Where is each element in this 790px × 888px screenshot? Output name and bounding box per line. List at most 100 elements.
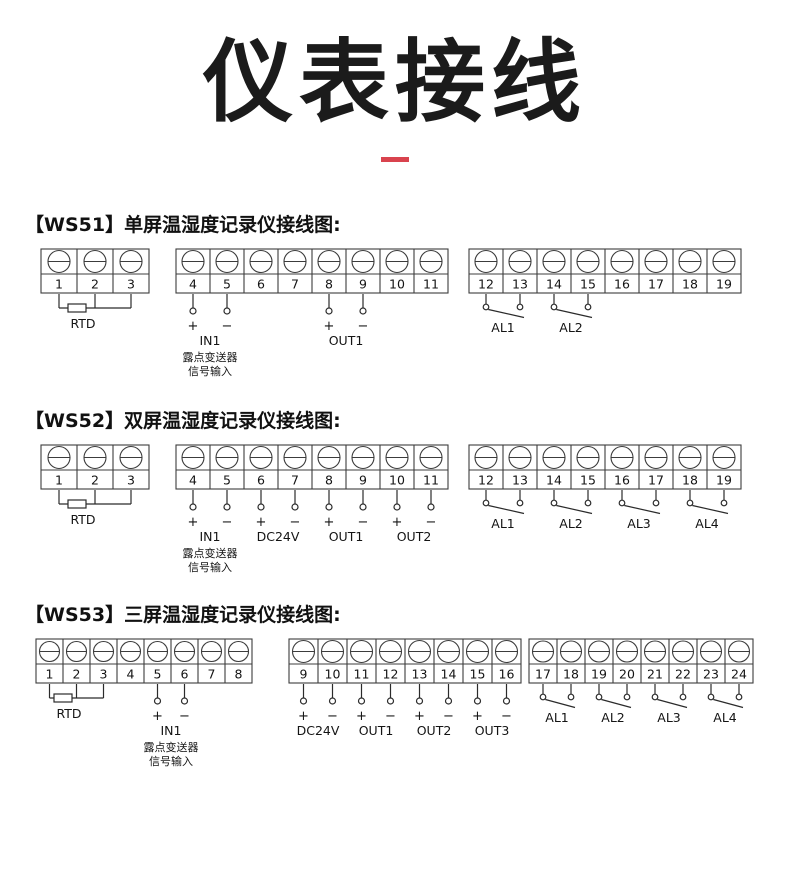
terminal-block-frame [468,444,742,490]
terminal-number: 19 [591,667,607,682]
switch-blade-icon [488,309,525,319]
connection-sublabel: 信号输入 [188,364,232,378]
signal-pair [393,490,435,511]
wire-end-icon [502,697,511,705]
polarity-sign: + [414,709,425,724]
terminal-number: 14 [441,667,457,682]
terminal-number: 11 [423,277,439,292]
terminal-number: 18 [682,277,698,292]
connection-label: AL1 [491,320,514,335]
polarity-sign: + [188,515,199,530]
connection-label: AL1 [545,710,568,725]
polarity-sign: − [501,709,512,724]
signal-pair [257,490,299,511]
terminal-number: 4 [189,277,197,292]
wire-end-icon [325,503,333,511]
wire-end-icon [415,697,424,705]
terminal-number: 3 [100,667,108,682]
terminal-number: 9 [359,473,367,488]
contact-icon [567,693,575,701]
contact-icon [652,499,660,507]
terminal-block-frame [40,248,150,294]
terminal-block-frame [468,248,742,294]
terminal-number: 24 [731,667,747,682]
connection-label: AL2 [559,320,582,335]
connection-label: OUT1 [359,723,394,738]
terminal-number: 15 [580,277,596,292]
polarity-sign: − [222,515,233,530]
terminal-number: 17 [648,473,664,488]
terminal-number: 6 [181,667,189,682]
polarity-sign: + [356,709,367,724]
terminal-number: 22 [675,667,691,682]
connection-label: OUT1 [329,529,364,544]
terminal-block-frame [40,444,150,490]
contact-icon [707,693,715,701]
alarm-switch [707,684,744,709]
switch-blade-icon [601,699,632,709]
connection-label: OUT2 [417,723,452,738]
terminal-number: 12 [478,473,494,488]
polarity-sign: − [426,515,437,530]
switch-blade-icon [556,505,593,515]
connection-label: OUT1 [329,333,364,348]
terminal-number: 7 [291,277,299,292]
wire-end-icon [189,307,197,315]
contact-icon [595,693,603,701]
connection-label: AL4 [695,516,719,531]
wire-end-icon [257,503,265,511]
terminal-block-frame [175,248,449,294]
connection-label: AL2 [601,710,624,725]
switch-blade-icon [713,699,744,709]
polarity-sign: − [179,709,190,724]
terminal-block-frame [175,444,449,490]
wire-end-icon [223,307,231,315]
signal-pair [473,684,511,705]
terminal-number: 7 [291,473,299,488]
connection-sublabel: 信号输入 [188,560,232,574]
contact-icon [482,499,490,507]
signal-pair [299,684,337,705]
terminal-number: 13 [512,473,528,488]
rtd-connection [58,294,132,313]
wire-end-icon [444,697,453,705]
resistor-icon [67,303,87,313]
connection-label: DC24V [257,529,300,544]
resistor-icon [53,693,73,703]
connection-label: RTD [70,512,95,527]
connection-label: OUT2 [397,529,432,544]
polarity-sign: + [298,709,309,724]
switch-blade-icon [488,505,525,515]
terminal-number: 5 [223,277,231,292]
section-heading-ws53: 【WS53】三屏温湿度记录仪接线图: [25,604,341,627]
alarm-switch [618,490,661,515]
terminal-number: 1 [55,473,63,488]
switch-blade-icon [545,699,576,709]
terminal-number: 17 [648,277,664,292]
polarity-sign: + [152,709,163,724]
switch-blade-icon [657,699,688,709]
terminal-number: 6 [257,473,265,488]
terminal-number: 19 [716,473,732,488]
alarm-switch [686,490,729,515]
alarm-switch [550,294,593,319]
terminal-number: 8 [325,473,333,488]
terminal-number: 16 [614,473,630,488]
terminal-number: 19 [716,277,732,292]
terminal-number: 18 [682,473,698,488]
wire-end-icon [299,697,308,705]
connection-label: AL3 [627,516,650,531]
wire-end-icon [393,503,401,511]
contact-icon [584,499,592,507]
polarity-sign: + [472,709,483,724]
connection-label: AL2 [559,516,582,531]
polarity-sign: + [188,319,199,334]
terminal-number: 1 [55,277,63,292]
wire-end-icon [180,697,189,705]
alarm-switch [550,490,593,515]
